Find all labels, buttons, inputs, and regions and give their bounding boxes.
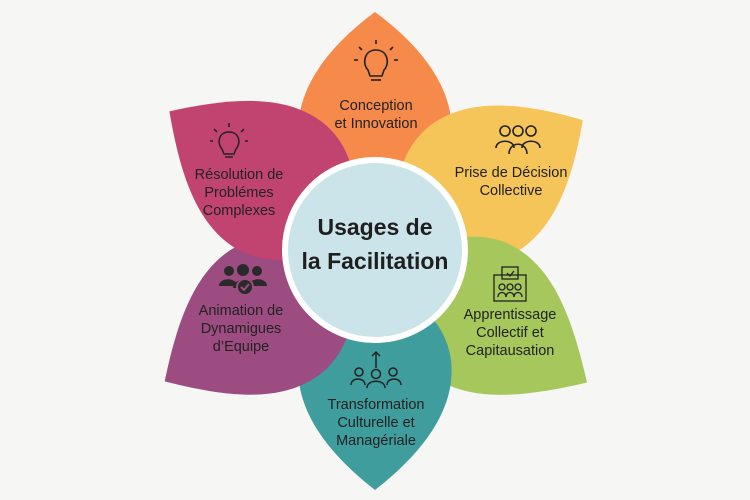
label-line: Collective xyxy=(479,183,543,199)
label-line: Transformation xyxy=(327,397,425,413)
petal-label-resolution: Résolution de Problémes Complexes xyxy=(164,166,314,220)
team-growth-icon xyxy=(350,350,402,389)
label-line: Managériale xyxy=(336,433,416,449)
label-line: Résolution de xyxy=(194,167,284,183)
center-title: Usages de la Facilitation xyxy=(295,210,455,278)
board-meeting-icon xyxy=(493,266,527,302)
label-line: Dynamigues xyxy=(200,321,282,337)
label-line: Complexes xyxy=(202,203,276,219)
label-line: Capitausation xyxy=(465,343,555,359)
label-line: Culturelle et xyxy=(337,415,415,431)
petal-label-conception: Conception et Innovation xyxy=(301,97,451,133)
label-line: Apprentissage xyxy=(463,307,557,323)
label-line: Collectif et xyxy=(476,325,544,341)
center-title-line2: la Facilitation xyxy=(301,248,449,274)
label-line: Animation de xyxy=(198,303,284,319)
label-line: Prise de Décision xyxy=(454,165,568,181)
label-line: et Innovation xyxy=(334,116,418,132)
team-check-icon xyxy=(219,264,267,296)
lightbulb-icon xyxy=(354,40,398,81)
label-line: Conception xyxy=(339,98,413,114)
petal-label-transformation: Transformation Culturelle et Managériale xyxy=(301,396,451,450)
lightbulb-icon xyxy=(210,123,248,158)
petal-label-apprentissage: Apprentissage Collectif et Capitausation xyxy=(435,306,585,360)
group-icon xyxy=(495,125,541,155)
petal-label-decision: Prise de Décision Collective xyxy=(436,164,586,200)
center-circle xyxy=(282,157,468,343)
petal-label-animation: Animation de Dynamigues d’Equipe xyxy=(166,302,316,356)
label-line: Problémes xyxy=(204,185,274,201)
center-title-line1: Usages de xyxy=(317,214,433,240)
label-line: d’Equipe xyxy=(212,339,270,355)
